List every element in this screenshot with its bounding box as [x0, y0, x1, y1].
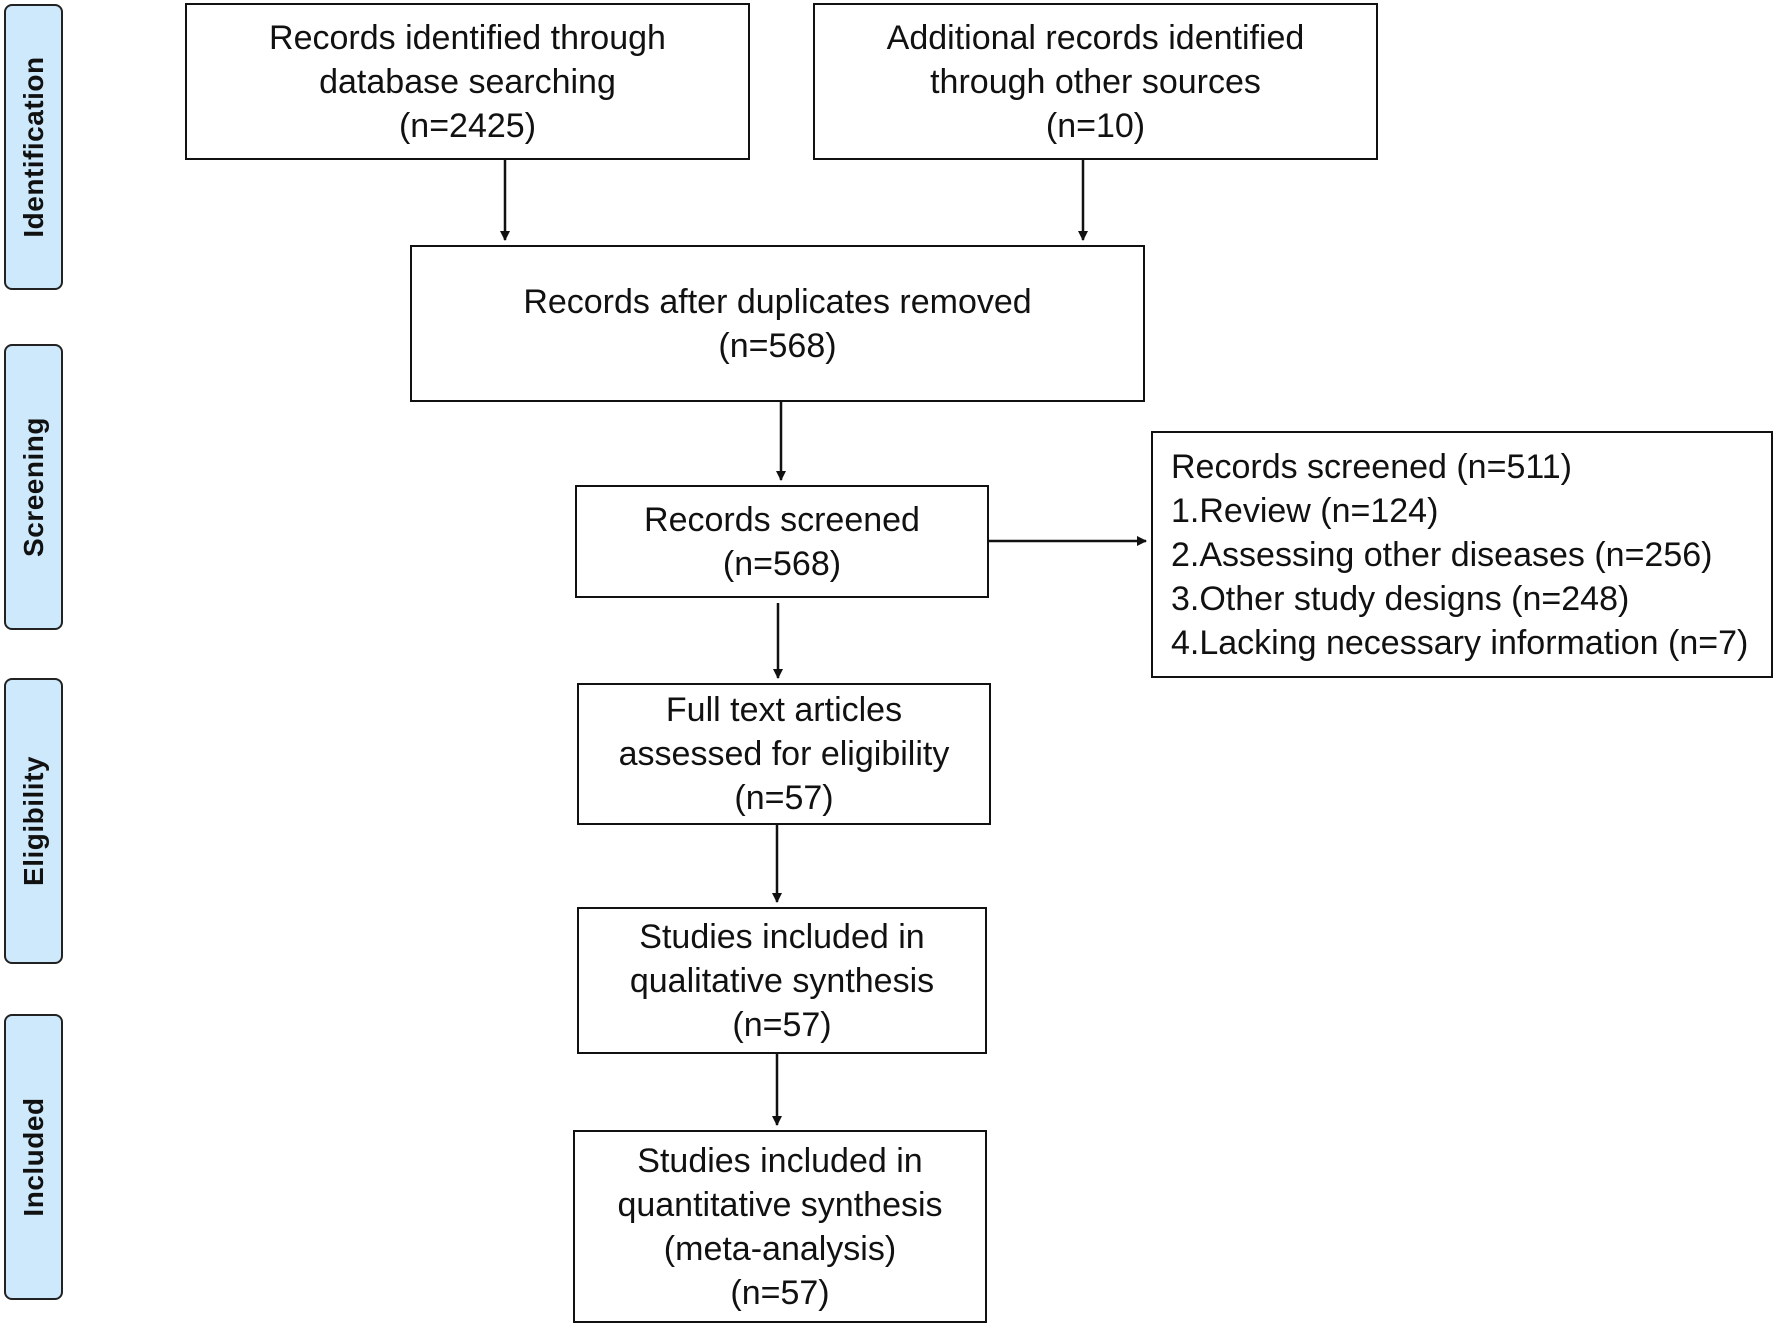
box-line: Records after duplicates removed — [523, 282, 1032, 321]
stage-identification: Identification — [4, 4, 63, 290]
box-line: quantitative synthesis — [617, 1185, 943, 1224]
stage-included: Included — [4, 1014, 63, 1300]
after-duplicates-box: Records after duplicates removed (n=568) — [410, 245, 1145, 402]
qualitative-synthesis-box: Studies included in qualitative synthesi… — [577, 907, 987, 1054]
box-line: (n=57) — [732, 1005, 832, 1044]
box-line: 2.Assessing other diseases (n=256) — [1171, 535, 1713, 574]
box-line: 3.Other study designs (n=248) — [1171, 579, 1630, 618]
box-line: Studies included in — [637, 1141, 923, 1180]
full-text-box: Full text articles assessed for eligibil… — [577, 683, 991, 825]
box-line: through other sources — [930, 62, 1261, 101]
box-line: qualitative synthesis — [629, 961, 935, 1000]
box-line: (n=568) — [722, 544, 842, 583]
box-line: Records identified through — [269, 18, 666, 57]
box-line: assessed for eligibility — [618, 735, 950, 773]
quantitative-synthesis-box: Studies included in quantitative synthes… — [573, 1130, 987, 1323]
records-screened-box: Records screened (n=568) — [575, 485, 989, 598]
other-sources-box: Additional records identified through ot… — [813, 3, 1378, 160]
box-line: 4.Lacking necessary information (n=7) — [1171, 623, 1749, 662]
stage-eligibility: Eligibility — [4, 678, 63, 964]
box-line: (n=10) — [1045, 106, 1146, 145]
box-line: (n=2425) — [398, 106, 537, 145]
box-line: Additional records identified — [886, 18, 1305, 57]
box-line: (n=57) — [734, 779, 834, 817]
box-line: Records screened (n=511) — [1171, 447, 1572, 486]
box-line: (meta-analysis) — [663, 1229, 897, 1268]
box-line: Full text articles — [665, 691, 903, 729]
box-line: (n=568) — [718, 326, 837, 365]
box-line: (n=57) — [730, 1273, 830, 1312]
stage-screening: Screening — [4, 344, 63, 630]
box-line: Studies included in — [639, 917, 925, 956]
box-line: database searching — [319, 62, 616, 101]
box-line: 1.Review (n=124) — [1171, 491, 1439, 530]
box-line: Records screened — [644, 500, 920, 539]
excluded-records-box: Records screened (n=511) 1.Review (n=124… — [1151, 431, 1773, 678]
database-records-box: Records identified through database sear… — [185, 3, 750, 160]
